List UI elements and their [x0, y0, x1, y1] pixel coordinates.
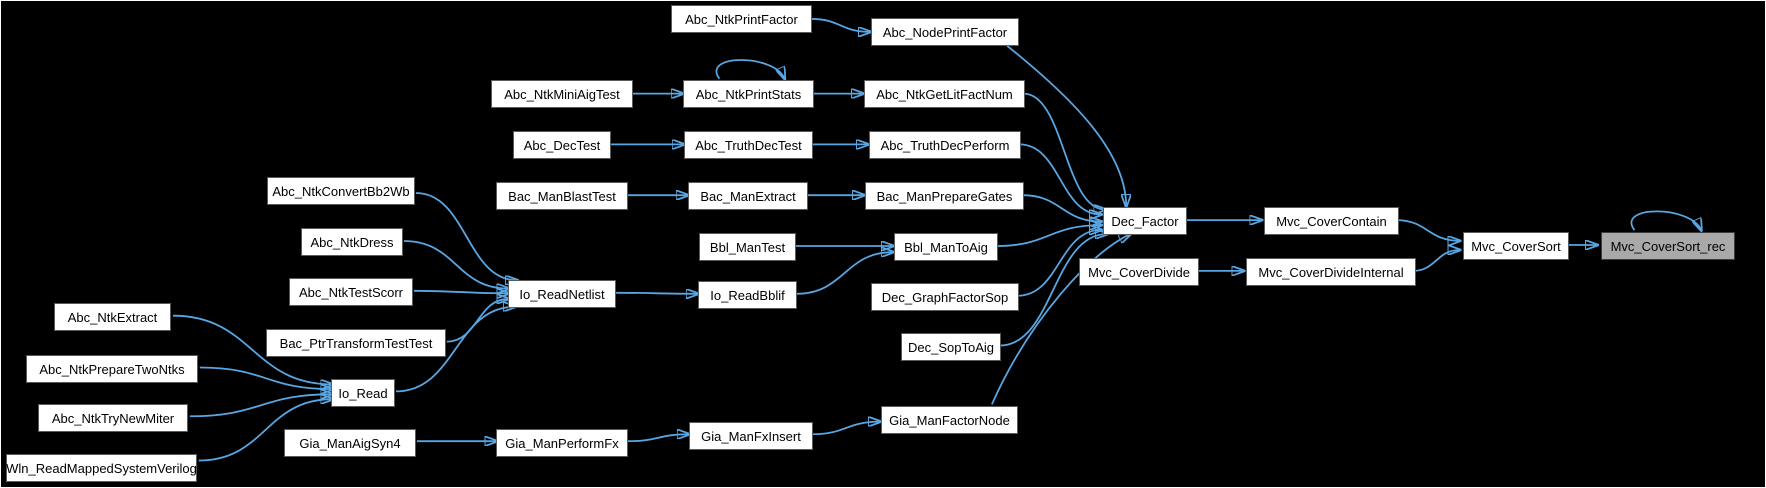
- graph-node-gia_manfxinsert[interactable]: Gia_ManFxInsert: [689, 422, 813, 450]
- edge-abc_ntkprintstats-to-abc_ntkprintstats: [715, 59, 784, 79]
- graph-node-io_readnetlist[interactable]: Io_ReadNetlist: [508, 280, 616, 308]
- graph-node-gia_manaigsyn4[interactable]: Gia_ManAigSyn4: [284, 429, 416, 457]
- graph-node-io_readbblif[interactable]: Io_ReadBblif: [698, 281, 797, 309]
- edge-bac_ptrtransformtesttest-to-io_readnetlist: [446, 299, 509, 343]
- graph-node-abc_truthdecperform[interactable]: Abc_TruthDecPerform: [869, 131, 1021, 159]
- graph-node-gia_manperformfx[interactable]: Gia_ManPerformFx: [496, 429, 628, 457]
- graph-node-bbl_mantest[interactable]: Bbl_ManTest: [699, 233, 796, 261]
- edge-abc_nodeprintfactor-to-dec_factor: [1006, 45, 1126, 206]
- edge-mvc_coverdivideinternal-to-mvc_coversort: [1412, 250, 1460, 272]
- edge-gia_manfactornode-to-dec_factor: [991, 234, 1130, 405]
- edge-io_read-to-io_readnetlist: [396, 307, 515, 393]
- edge-bac_manpreparegates-to-dec_factor: [1022, 194, 1101, 221]
- graph-node-mvc_coverdivide[interactable]: Mvc_CoverDivide: [1079, 258, 1199, 286]
- edge-io_readnetlist-to-io_readbblif: [616, 293, 698, 294]
- graph-node-abc_ntkdress[interactable]: Abc_NtkDress: [301, 228, 403, 256]
- graph-node-dec_soptoaig[interactable]: Dec_SopToAig: [901, 333, 1001, 361]
- edge-abc_truthdecperform-to-dec_factor: [1019, 143, 1101, 214]
- graph-node-mvc_coverdivideinternal[interactable]: Mvc_CoverDivideInternal: [1246, 258, 1416, 286]
- graph-node-abc_ntkconvertbb2wb[interactable]: Abc_NtkConvertBb2Wb: [267, 177, 415, 205]
- graph-node-bac_ptrtransformtesttest[interactable]: Bac_PtrTransformTestTest: [266, 329, 446, 357]
- edge-abc_ntktrynewmiter-to-io_read: [189, 394, 332, 418]
- graph-node-bac_manblasttest[interactable]: Bac_ManBlastTest: [496, 182, 628, 210]
- edge-abc_ntkpreparetwontks-to-io_read: [199, 366, 332, 389]
- graph-node-mvc_coversort_rec[interactable]: Mvc_CoverSort_rec: [1601, 232, 1735, 260]
- graph-node-mvc_coversort[interactable]: Mvc_CoverSort: [1463, 232, 1569, 260]
- edge-abc_ntkprintfactor-to-abc_nodeprintfactor: [811, 18, 870, 32]
- graph-node-mvc_covercontain[interactable]: Mvc_CoverContain: [1264, 207, 1399, 235]
- graph-node-abc_nodeprintfactor[interactable]: Abc_NodePrintFactor: [871, 18, 1019, 46]
- edge-dec_soptoaig-to-dec_factor: [999, 234, 1107, 347]
- edge-bbl_mantoaig-to-dec_factor: [996, 225, 1102, 247]
- graph-node-dec_factor[interactable]: Dec_Factor: [1103, 207, 1187, 235]
- graph-node-io_read[interactable]: Io_Read: [331, 379, 395, 407]
- graph-node-bbl_mantoaig[interactable]: Bbl_ManToAig: [894, 233, 998, 261]
- graph-node-abc_ntkprintfactor[interactable]: Abc_NtkPrintFactor: [671, 5, 812, 33]
- edge-mvc_covercontain-to-mvc_coversort: [1395, 219, 1460, 241]
- edge-io_readbblif-to-bbl_mantoaig: [796, 252, 893, 295]
- edge-abc_ntktestscorr-to-io_readnetlist: [413, 291, 509, 294]
- graph-node-abc_truthdectest[interactable]: Abc_TruthDecTest: [684, 131, 813, 159]
- graph-node-bac_manextract[interactable]: Bac_ManExtract: [688, 182, 808, 210]
- graph-node-abc_ntktrynewmiter[interactable]: Abc_NtkTryNewMiter: [38, 404, 188, 432]
- edge-abc_ntkgetlitfactnum-to-dec_factor: [1023, 92, 1105, 210]
- graph-node-abc_ntkgetlitfactnum[interactable]: Abc_NtkGetLitFactNum: [864, 80, 1025, 108]
- graph-node-gia_manfactornode[interactable]: Gia_ManFactorNode: [881, 406, 1018, 434]
- graph-node-dec_graphfactorsop[interactable]: Dec_GraphFactorSop: [871, 283, 1019, 311]
- edge-gia_manfxinsert-to-gia_manfactornode: [812, 422, 880, 436]
- edge-wln_readmappedsystemverilog-to-io_read: [198, 399, 332, 462]
- edge-dec_graphfactorsop-to-dec_factor: [1017, 230, 1101, 297]
- graph-node-abc_ntkprintstats[interactable]: Abc_NtkPrintStats: [683, 80, 814, 108]
- edge-mvc_coversort_rec-to-mvc_coversort_rec: [1630, 210, 1701, 230]
- graph-node-bac_manpreparegates[interactable]: Bac_ManPrepareGates: [865, 182, 1024, 210]
- edge-abc_ntkconvertbb2wb-to-io_readnetlist: [415, 192, 517, 280]
- edge-abc_ntkextract-to-io_read: [172, 314, 332, 385]
- graph-node-abc_ntkminiaigtest[interactable]: Abc_NtkMiniAigTest: [491, 80, 633, 108]
- edge-gia_manperformfx-to-gia_manfxinsert: [628, 434, 689, 443]
- graph-node-wln_readmappedsystemverilog[interactable]: Wln_ReadMappedSystemVerilog: [6, 454, 197, 482]
- edge-abc_ntkdress-to-io_readnetlist: [403, 240, 509, 289]
- graph-node-abc_ntkextract[interactable]: Abc_NtkExtract: [54, 303, 171, 331]
- graph-node-abc_dectest[interactable]: Abc_DecTest: [513, 131, 611, 159]
- graph-node-abc_ntktestscorr[interactable]: Abc_NtkTestScorr: [289, 278, 413, 306]
- graph-node-abc_ntkpreparetwontks[interactable]: Abc_NtkPrepareTwoNtks: [26, 355, 198, 383]
